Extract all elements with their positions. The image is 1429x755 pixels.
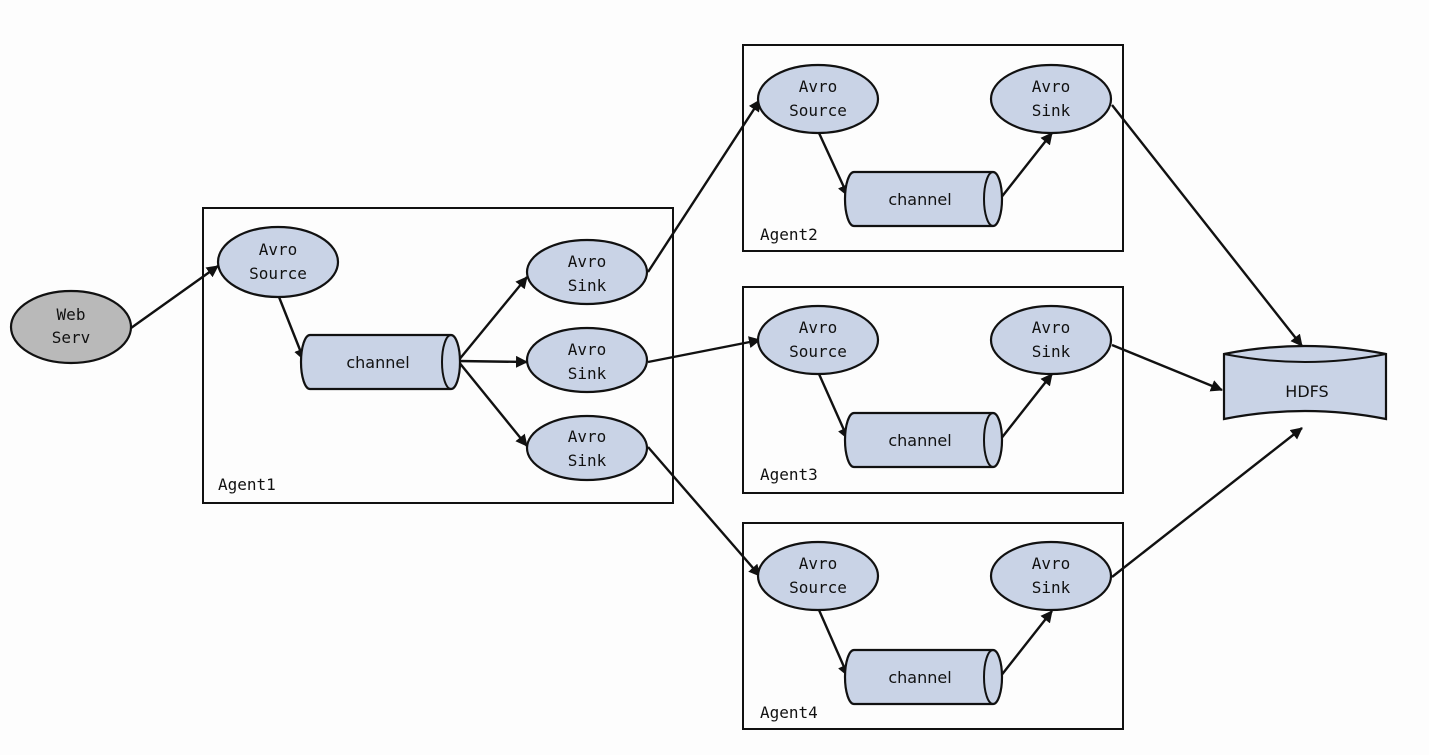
agent1-sink3-line2: Sink xyxy=(568,451,607,470)
agent4-sink-line2: Sink xyxy=(1032,578,1071,597)
agent3-channel-label: channel xyxy=(888,431,951,450)
agent2-channel-node: channel xyxy=(843,170,1004,228)
edge-agent3-sink-to-hdfs xyxy=(1111,343,1223,392)
edge-agent1-sink1-to-agent2-source xyxy=(646,99,762,273)
agent2-sink-node: Avro Sink xyxy=(989,63,1113,135)
agent1-channel-label: channel xyxy=(346,353,409,372)
web-server-label-line2: Serv xyxy=(52,328,91,347)
edge-agent1-channel-to-sink3 xyxy=(457,360,528,447)
edge-agent2-source-to-channel xyxy=(817,132,850,197)
edge-agent3-channel-to-sink xyxy=(999,373,1053,441)
agent2-sink-line2: Sink xyxy=(1032,101,1071,120)
agent4-sink-node: Avro Sink xyxy=(989,540,1113,612)
edge-web-to-agent1-source xyxy=(130,265,219,329)
agent2-label: Agent2 xyxy=(760,225,818,244)
agent3-label: Agent3 xyxy=(760,465,818,484)
edge-agent3-source-to-channel xyxy=(817,373,850,440)
agent1-box xyxy=(202,207,674,504)
edge-agent1-sink2-to-agent3-source xyxy=(647,336,761,364)
agent2-channel-label: channel xyxy=(888,190,951,209)
agent1-sink3-node: Avro Sink xyxy=(525,414,649,482)
agent3-sink-node: Avro Sink xyxy=(989,304,1113,376)
agent1-sink2-line2: Sink xyxy=(568,364,607,383)
agent1-sink2-node: Avro Sink xyxy=(525,326,649,394)
agent2-sink-line1: Avro xyxy=(1032,77,1071,96)
agent1-source-node: Avro Source xyxy=(216,225,340,299)
agent4-source-line2: Source xyxy=(789,578,847,597)
agent1-label: Agent1 xyxy=(218,475,276,494)
agent4-box xyxy=(742,522,1124,730)
web-server-label-line1: Web xyxy=(57,305,86,324)
edge-agent1-sink3-to-agent4-source xyxy=(647,446,761,577)
edge-agent4-sink-to-hdfs xyxy=(1111,427,1303,578)
agent1-channel-node: channel xyxy=(299,333,462,391)
agent3-sink-line1: Avro xyxy=(1032,318,1071,337)
agent3-channel-node: channel xyxy=(843,411,1004,469)
edge-agent2-sink-to-hdfs xyxy=(1111,104,1303,347)
edge-agent4-channel-to-sink xyxy=(999,610,1053,678)
agent2-source-line1: Avro xyxy=(799,77,838,96)
edges xyxy=(130,99,1303,678)
agent1-source-line1: Avro xyxy=(259,240,298,259)
agent4-sink-line1: Avro xyxy=(1032,554,1071,573)
agent4-source-line1: Avro xyxy=(799,554,838,573)
hdfs-label: HDFS xyxy=(1285,382,1328,401)
agent1-sink1-line1: Avro xyxy=(568,252,607,271)
agent1-sink3-line1: Avro xyxy=(568,427,607,446)
agent4-channel-node: channel xyxy=(843,648,1004,706)
agent3-source-node: Avro Source xyxy=(756,304,880,376)
agent3-source-line1: Avro xyxy=(799,318,838,337)
agent3-source-line2: Source xyxy=(789,342,847,361)
agent4-source-node: Avro Source xyxy=(756,540,880,612)
hdfs-storage-node: HDFS xyxy=(1222,344,1388,421)
web-server-node: Web Serv xyxy=(9,289,133,365)
edge-agent1-channel-to-sink1 xyxy=(457,276,528,362)
agent1-sink2-line1: Avro xyxy=(568,340,607,359)
agent1-source-line2: Source xyxy=(249,264,307,283)
agent1-sink1-line2: Sink xyxy=(568,276,607,295)
agent3-sink-line2: Sink xyxy=(1032,342,1071,361)
edge-agent2-channel-to-sink xyxy=(999,132,1053,200)
agent2-box xyxy=(742,44,1124,252)
agent4-channel-label: channel xyxy=(888,668,951,687)
agent4-label: Agent4 xyxy=(760,703,818,722)
edge-agent4-source-to-channel xyxy=(817,609,850,677)
agent2-source-line2: Source xyxy=(789,101,847,120)
edge-agent1-channel-to-sink2 xyxy=(457,355,528,368)
agent3-box xyxy=(742,286,1124,494)
agent2-source-node: Avro Source xyxy=(756,63,880,135)
edge-agent1-source-to-channel xyxy=(277,296,306,361)
agent1-sink1-node: Avro Sink xyxy=(525,238,649,306)
